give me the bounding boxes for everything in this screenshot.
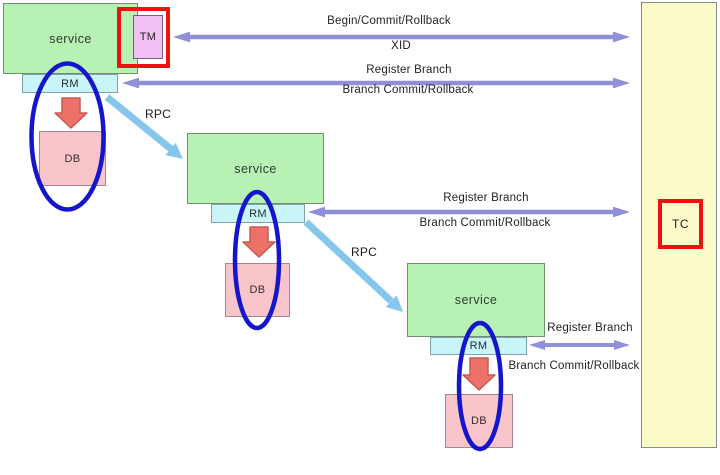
db-3-label: DB — [471, 415, 487, 427]
db-write-arrow-1-icon — [54, 97, 88, 129]
rm-box-2: RM — [211, 204, 305, 223]
flow-label-register-branch-1: Register Branch — [366, 64, 452, 76]
tc-label: TC — [672, 217, 689, 231]
flow-label-xid: XID — [391, 40, 411, 52]
db-1-label: DB — [64, 152, 81, 165]
flow-label-register-branch-2: Register Branch — [443, 192, 529, 204]
flow-label-register-branch-3: Register Branch — [547, 322, 633, 334]
rpc-arrow-2-icon — [303, 219, 403, 312]
tm-label: TM — [139, 31, 157, 43]
tm-highlight-rect — [117, 7, 170, 68]
rpc-label-1: RPC — [145, 107, 171, 121]
db-write-arrow-2-icon — [242, 226, 276, 258]
rm-2-label: RM — [249, 207, 267, 220]
flow-label-branch-commit-rollback-2: Branch Commit/Rollback — [419, 217, 551, 229]
service-box-2: service — [187, 133, 324, 204]
db-box-2: DB — [225, 263, 290, 317]
rm-box-1: RM — [22, 74, 118, 93]
rpc-label-2: RPC — [351, 245, 377, 259]
rm-box-3: RM — [430, 337, 527, 355]
flow-label-branch-commit-rollback-1: Branch Commit/Rollback — [342, 84, 474, 96]
double-arrow-rm2-tc-icon — [308, 206, 630, 218]
db-write-arrow-3-icon — [462, 357, 496, 391]
service-3-label: service — [454, 293, 498, 307]
tm-box: TM — [133, 15, 163, 59]
tc-box — [641, 2, 717, 448]
flow-label-branch-commit-rollback-3: Branch Commit/Rollback — [508, 360, 640, 372]
flow-label-begin-commit-rollback: Begin/Commit/Rollback — [327, 15, 451, 27]
double-arrow-rm3-tc-icon — [529, 340, 630, 350]
tc-highlight-rect: TC — [658, 199, 703, 249]
rm-3-label: RM — [469, 340, 488, 352]
service-box-3: service — [407, 263, 545, 337]
service-2-label: service — [234, 161, 277, 176]
db-box-3: DB — [445, 394, 513, 448]
service-1-label: service — [49, 31, 92, 46]
db-box-1: DB — [39, 131, 106, 186]
db-2-label: DB — [249, 284, 266, 296]
rm-1-label: RM — [61, 77, 79, 90]
